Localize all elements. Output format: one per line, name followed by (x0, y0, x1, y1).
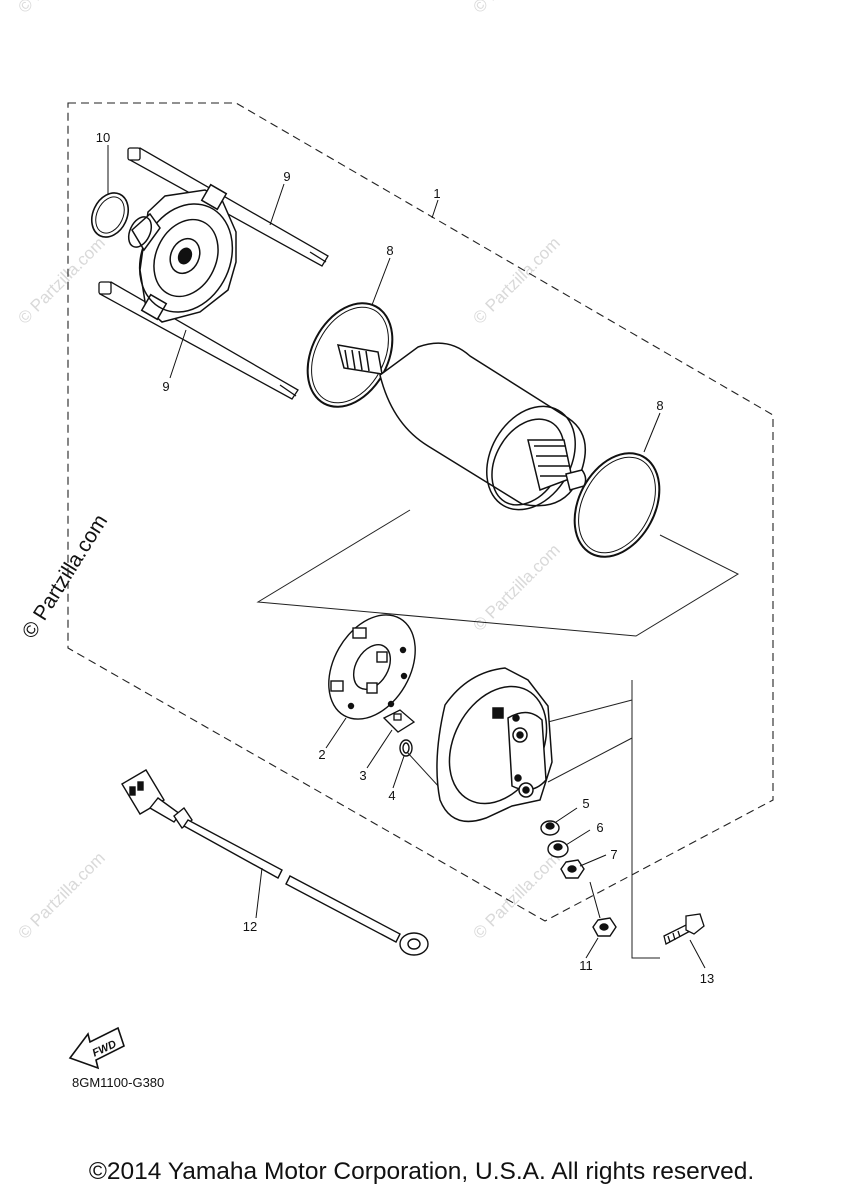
part-4-oring-small (399, 739, 413, 757)
callout-13: 13 (700, 971, 714, 986)
callout-9: 9 (283, 169, 290, 184)
callout-5: 5 (582, 796, 589, 811)
side-watermark: © Partzilla.com (18, 510, 112, 642)
callout-1: 1 (433, 186, 440, 201)
rear-bracket (127, 183, 237, 323)
callout-4: 4 (388, 788, 395, 803)
part-7-nut (560, 859, 585, 879)
watermark: © Partzilla.com (14, 233, 108, 327)
front-cover (436, 667, 553, 823)
watermark: © Partzilla.com (14, 0, 108, 17)
copyright-notice: ©2014 Yamaha Motor Corporation, U.S.A. A… (88, 1158, 755, 1185)
callout-2: 2 (318, 747, 325, 762)
callout-labels: 1 2 3 4 5 6 7 8 8 9 9 10 11 12 13 (96, 130, 714, 986)
callout-12: 12 (243, 919, 257, 934)
part-12-lead-wire (121, 769, 429, 956)
part-6-washer (547, 840, 569, 858)
watermark: © Partzilla.com (469, 233, 563, 327)
diagram-code: 8GM1100-G380 (72, 1075, 164, 1090)
assembly-outline (67, 102, 774, 922)
watermark: © Partzilla.com (469, 540, 563, 634)
callout-8: 8 (656, 398, 663, 413)
callout-leaders (107, 145, 706, 969)
callout-10: 10 (96, 130, 110, 145)
callout-8: 8 (386, 243, 393, 258)
watermark: © Partzilla.com (469, 0, 563, 17)
watermark: © Partzilla.com (14, 848, 108, 942)
part-13-bolt (663, 913, 705, 945)
callout-3: 3 (359, 768, 366, 783)
callout-9: 9 (162, 379, 169, 394)
part-8-oring-lower (573, 452, 661, 558)
part-11-nut (592, 917, 617, 937)
fwd-arrow: FWD (68, 1026, 125, 1070)
callout-7: 7 (610, 847, 617, 862)
part-3-brush (382, 709, 416, 733)
part-2-brush-holder (328, 614, 416, 720)
watermark: © Partzilla.com (469, 848, 563, 942)
part-5-washer (540, 820, 560, 836)
armature-yoke (336, 342, 587, 511)
part-10-oring (90, 192, 130, 238)
reference-lines (256, 509, 740, 959)
callout-11: 11 (579, 958, 593, 973)
callout-6: 6 (596, 820, 603, 835)
fwd-arrow-icon (68, 1026, 125, 1070)
